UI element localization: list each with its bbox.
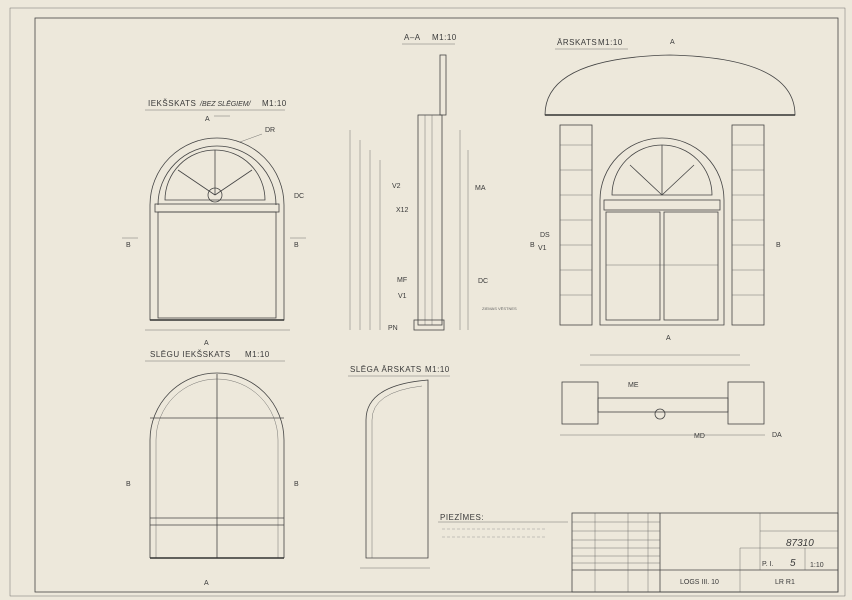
outer-border <box>9 7 846 597</box>
interior-view-title: IEKŠSKATS <box>148 99 196 108</box>
section-marker-a: A <box>205 116 210 123</box>
inner-border <box>34 17 839 593</box>
callout-v2: V2 <box>392 183 401 190</box>
shutter-interior-scale: M1:10 <box>245 350 270 359</box>
shutter-exterior-title: SLĒGA ĀRSKATS <box>350 365 422 374</box>
exterior-view: ĀRSKATS M1:10 A DS V1 B B A <box>530 38 796 342</box>
exterior-title: ĀRSKATS <box>557 38 597 47</box>
callout-x12: X12 <box>396 207 409 214</box>
callout-v1: V1 <box>398 293 407 300</box>
drawing-name: LOGS III. 10 <box>680 579 719 586</box>
title-block: 87310 P. I. 5 1:10 LOGS III. 10 LR R1 <box>571 512 839 593</box>
section-marker-a: A <box>670 39 675 46</box>
callout-v1-exterior: V1 <box>538 245 547 252</box>
interior-view-scale: M1:10 <box>262 99 287 108</box>
section-a-a-view: A–A M1:10 V2 MA X12 MF DC V1 ZIEMAS VĒST… <box>349 33 517 332</box>
interior-view-subtitle: /BEZ SLĒGIEM/ <box>199 100 252 108</box>
callout-winter-note: ZIEMAS VĒSTNES <box>482 306 517 311</box>
callout-md: MD <box>694 433 705 440</box>
notes: PIEZĪMES: <box>438 513 568 538</box>
section-marker-b: B <box>776 242 781 249</box>
callout-mf: MF <box>397 277 407 284</box>
callout-ma: MA <box>475 185 486 192</box>
shutter-exterior-view: SLĒGA ĀRSKATS M1:10 <box>348 365 450 569</box>
section-marker-b: B <box>294 242 299 249</box>
section-title: A–A <box>404 33 421 42</box>
section-marker-a: A <box>666 335 671 342</box>
shutter-interior-title: SLĒGU IEKŠSKATS <box>150 350 231 359</box>
shutter-exterior-scale: M1:10 <box>425 365 450 374</box>
callout-ds: DS <box>540 232 550 239</box>
callout-dc: DC <box>294 193 304 200</box>
section-marker-b: B <box>294 481 299 488</box>
section-marker-a: A <box>204 340 209 347</box>
callout-da: DA <box>772 432 782 439</box>
section-marker-b: B <box>530 242 535 249</box>
scale: 1:10 <box>810 562 824 569</box>
shutter-interior-view: SLĒGU IEKŠSKATS M1:10 B B A <box>126 350 299 587</box>
callout-me: ME <box>628 382 639 389</box>
callout-dr: DR <box>265 127 275 134</box>
exterior-scale: M1:10 <box>598 38 623 47</box>
section-marker-b: B <box>126 481 131 488</box>
interior-view: IEKŠSKATS /BEZ SLĒGIEM/ M1:10 A DR DC B … <box>122 99 306 347</box>
section-marker-b: B <box>126 242 131 249</box>
drawing-code: LR R1 <box>775 579 795 586</box>
callout-pn: PN <box>388 325 398 332</box>
section-marker-a: A <box>204 580 209 587</box>
section-scale: M1:10 <box>432 33 457 42</box>
sheet-prefix: P. I. <box>762 561 774 568</box>
drawing-number: 87310 <box>786 538 814 549</box>
callout-dc-section: DC <box>478 278 488 285</box>
plan-section: ME MD DA <box>560 354 782 440</box>
notes-title: PIEZĪMES: <box>440 513 484 522</box>
sheet-number: 5 <box>790 558 796 569</box>
